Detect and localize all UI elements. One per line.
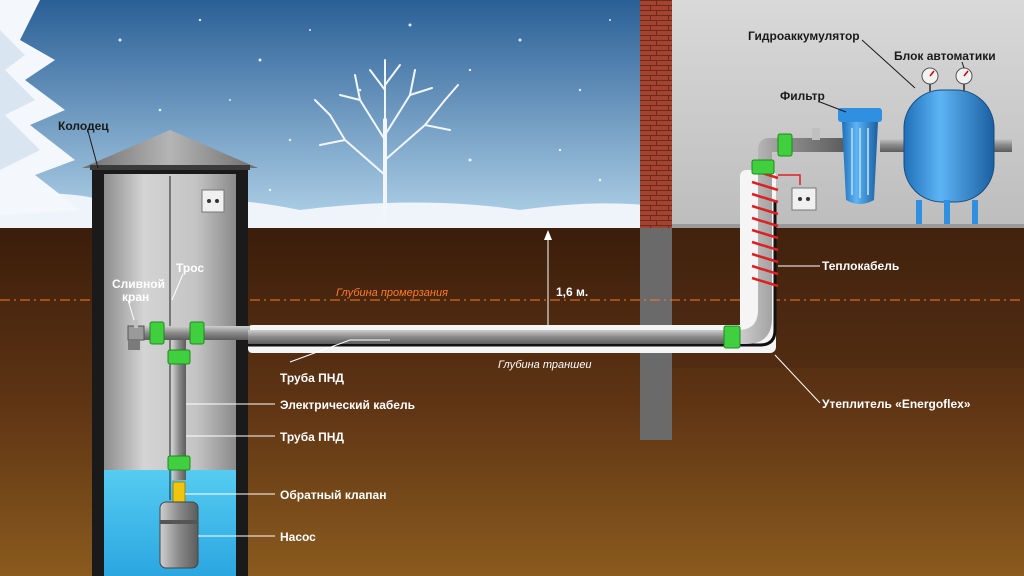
fitting-riser-top <box>751 159 775 175</box>
brick-wall <box>640 0 672 228</box>
label-drain-valve-1: Сливной <box>112 277 165 291</box>
fitting-elbow-top <box>777 133 793 157</box>
pipe-to-accumulator <box>880 138 910 152</box>
inlet-valve <box>812 128 820 140</box>
label-filter: Фильтр <box>780 89 825 103</box>
label-well: Колодец <box>58 119 109 133</box>
vertical-pipe <box>172 340 186 480</box>
filter <box>838 108 882 204</box>
drain-valve <box>127 320 145 350</box>
label-rope: Трос <box>176 261 204 275</box>
bare-tree <box>314 59 459 222</box>
check-valve <box>172 481 186 505</box>
pipe-fittings <box>149 133 793 471</box>
fitting-check-valve <box>167 455 191 471</box>
snowflakes <box>118 18 611 192</box>
label-electric-cable: Электрический кабель <box>280 398 415 412</box>
pump <box>159 501 199 569</box>
automation-block-gauges <box>921 67 973 85</box>
label-insulation: Утеплитель «Energoflex» <box>822 397 971 411</box>
label-automation-block: Блок автоматики <box>894 49 996 63</box>
well-roof <box>82 130 258 168</box>
heating-cable-spiral <box>751 168 801 288</box>
house-floor <box>672 224 1024 228</box>
electric-cable-line <box>210 200 777 347</box>
fitting-well-out <box>189 321 205 345</box>
well-socket <box>201 189 225 213</box>
house-socket <box>791 187 817 211</box>
hydro-accumulator <box>903 84 995 224</box>
riser-pipe <box>738 138 845 344</box>
fitting-tee-down <box>167 349 191 365</box>
snowy-fir-tree <box>0 0 80 215</box>
trench-pipe <box>248 330 738 344</box>
label-pump: Насос <box>280 530 316 544</box>
label-depth-value: 1,6 м. <box>556 285 588 299</box>
label-drain-valve-2: кран <box>122 290 149 304</box>
label-check-valve: Обратный клапан <box>280 488 386 502</box>
label-hdpe-pipe-horizontal: Труба ПНД <box>280 371 344 385</box>
pipe-outlet <box>990 138 1012 152</box>
label-heating-cable: Теплокабель <box>822 259 899 273</box>
label-trench-depth: Глубина траншеи <box>498 359 592 371</box>
leader-lines <box>87 39 965 537</box>
fitting-elbow-bottom <box>723 325 741 349</box>
label-accumulator: Гидроаккумулятор <box>748 29 860 43</box>
fitting-drain <box>149 321 165 345</box>
label-freeze-depth: Глубина промерзания <box>336 287 448 299</box>
label-hdpe-pipe-vertical: Труба ПНД <box>280 430 344 444</box>
